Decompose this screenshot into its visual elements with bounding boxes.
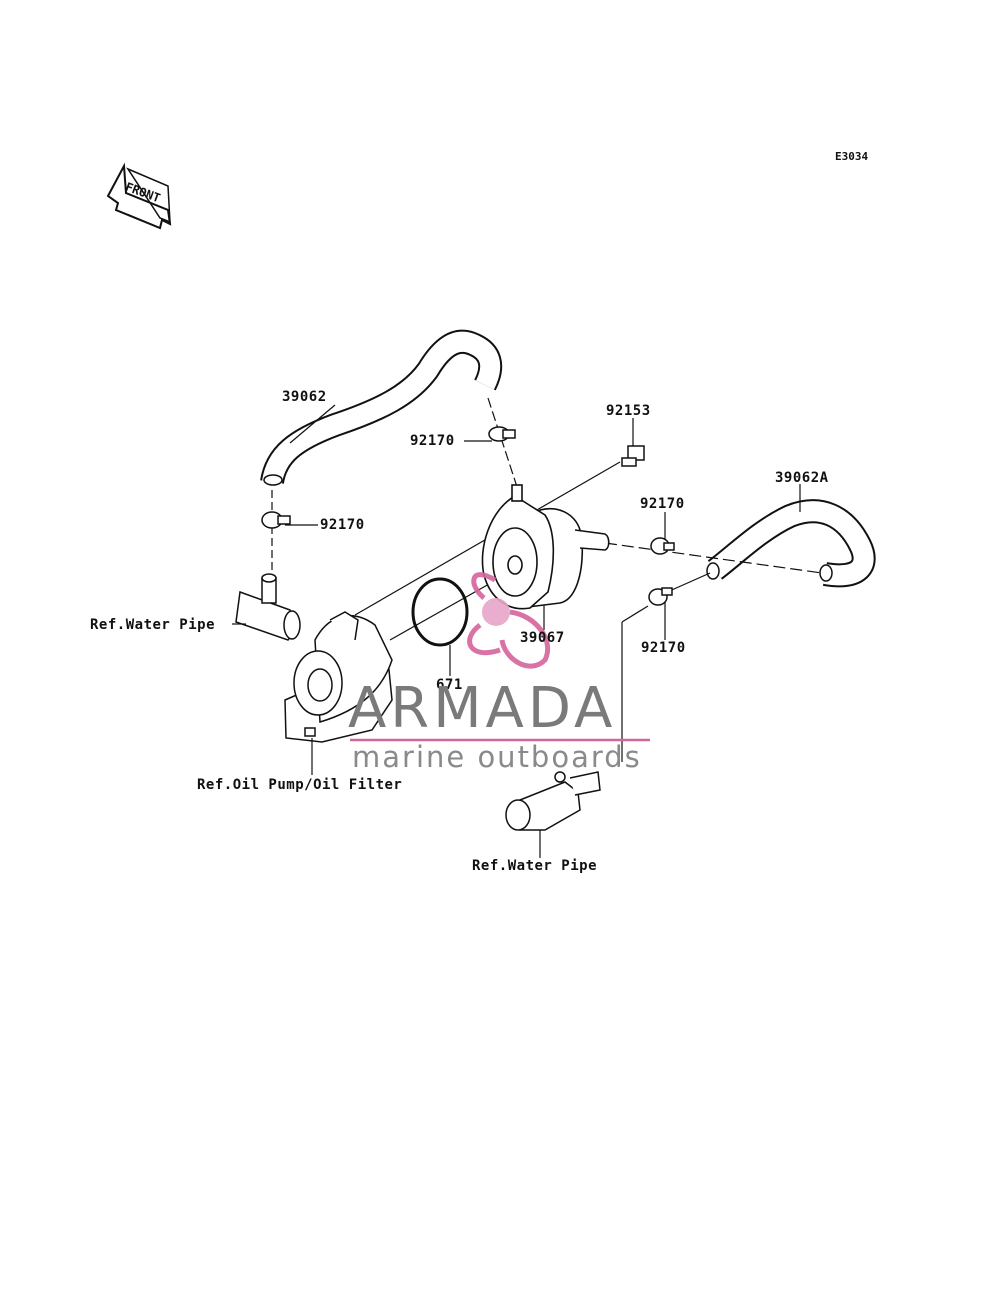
watermark-subtitle: marine outboards (352, 740, 642, 774)
hose-39062A (706, 499, 876, 588)
diagram-code: E3034 (835, 150, 869, 163)
clamp-icon (261, 426, 675, 606)
callout-clamp-92170-right-upper: 92170 (640, 496, 685, 512)
o-ring-icon (411, 577, 469, 647)
front-arrow-icon: FRONT (106, 162, 172, 230)
watermark-title: ARMADA (348, 676, 617, 741)
callout-ref-water-pipe-bottom: Ref.Water Pipe (472, 858, 598, 874)
oil-cooler-icon (481, 484, 610, 610)
water-pipe-bottom-icon (505, 771, 601, 831)
callout-oil-cooler-39067: 39067 (520, 630, 565, 646)
callout-clamp-92170-top: 92170 (410, 433, 455, 449)
callout-bolt-92153: 92153 (606, 403, 651, 419)
callout-hose-39062A: 39062A (775, 470, 829, 486)
callout-ref-oil-pump: Ref.Oil Pump/Oil Filter (197, 777, 403, 793)
callout-o-ring-671: 671 (436, 677, 463, 693)
water-pipe-left-icon (235, 573, 301, 641)
oil-pump-housing-icon (284, 611, 393, 743)
bolt-icon (621, 445, 645, 467)
callout-clamp-92170-left: 92170 (320, 517, 365, 533)
callout-clamp-92170-right-lower: 92170 (641, 640, 686, 656)
leader-lines (232, 404, 801, 858)
armada-logo-mark (467, 572, 550, 669)
hose-39062 (260, 329, 503, 486)
callout-ref-water-pipe-left: Ref.Water Pipe (90, 617, 216, 633)
callout-hose-39062: 39062 (282, 389, 327, 405)
